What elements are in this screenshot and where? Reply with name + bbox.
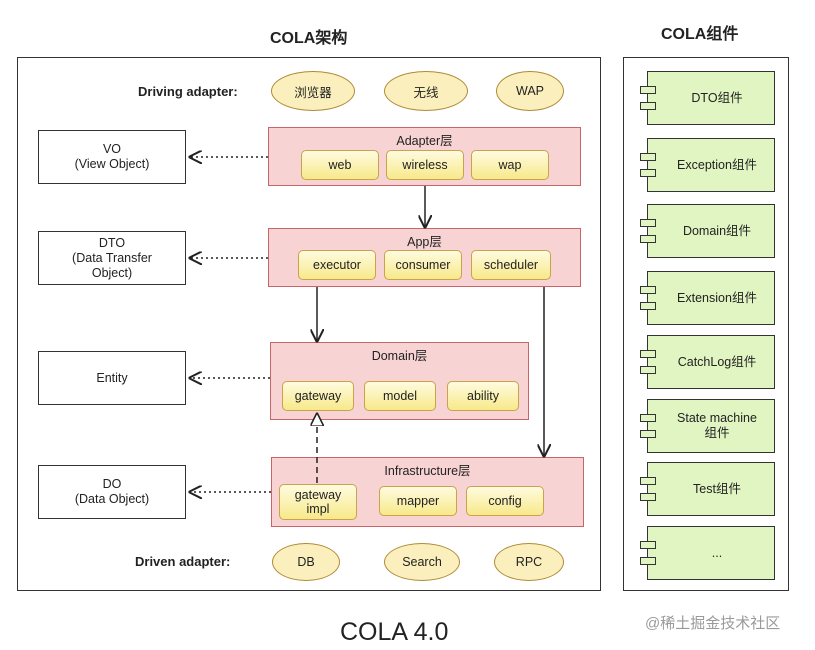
component-label: DTO组件 — [691, 90, 743, 105]
component-port-icon — [640, 286, 656, 294]
component-domain: Domain组件 — [640, 204, 775, 258]
component-label: ... — [711, 545, 723, 560]
entity-box: Entity — [38, 351, 186, 405]
domain-chip-model: model — [364, 381, 436, 411]
component-label: Extension组件 — [677, 290, 757, 305]
component-exception: Exception组件 — [640, 138, 775, 192]
infra-chip-config: config — [466, 486, 544, 516]
component-label: CatchLog组件 — [677, 354, 757, 369]
app-chip-consumer: consumer — [384, 250, 462, 280]
component-label: Test组件 — [693, 481, 741, 496]
component-port-icon — [640, 366, 656, 374]
domain-layer-title: Domain层 — [371, 349, 428, 363]
app-chip-executor: executor — [298, 250, 376, 280]
adapter-chip-web: web — [301, 150, 379, 180]
component-port-icon — [640, 219, 656, 227]
adapter-layer: Adapter层 web wireless wap — [268, 127, 581, 186]
component-dto: DTO组件 — [640, 71, 775, 125]
vo-box: VO (View Object) — [38, 130, 186, 184]
component-label: State machine 组件 — [677, 411, 757, 440]
footer-title: COLA 4.0 — [340, 618, 449, 646]
adapter-chip-wireless: wireless — [386, 150, 464, 180]
component-port-icon — [640, 302, 656, 310]
infra-chip-gateway-impl: gateway impl — [279, 484, 357, 520]
driving-adapter-label: Driving adapter: — [138, 84, 238, 99]
component-state-machine: State machine 组件 — [640, 399, 775, 453]
component-test: Test组件 — [640, 462, 775, 516]
component-label: Exception组件 — [677, 157, 757, 172]
component-port-icon — [640, 86, 656, 94]
dto-box: DTO (Data Transfer Object) — [38, 231, 186, 285]
components-title: COLA组件 — [661, 26, 739, 43]
driven-adapter-label: Driven adapter: — [135, 554, 231, 569]
component-extension: Extension组件 — [640, 271, 775, 325]
component-catchlog: CatchLog组件 — [640, 335, 775, 389]
infrastructure-layer: Infrastructure层 gateway impl mapper conf… — [271, 457, 584, 527]
adapter-layer-title: Adapter层 — [396, 134, 453, 148]
component-port-icon — [640, 493, 656, 501]
component-port-icon — [640, 430, 656, 438]
component-more: ... — [640, 526, 775, 580]
domain-chip-gateway: gateway — [282, 381, 354, 411]
domain-layer: Domain层 gateway model ability — [270, 342, 529, 420]
app-layer-title: App层 — [407, 235, 442, 249]
domain-chip-ability: ability — [447, 381, 519, 411]
driving-adapter-wireless: 无线 — [384, 71, 468, 111]
driven-adapter-search: Search — [384, 543, 460, 581]
component-port-icon — [640, 235, 656, 243]
driven-adapter-rpc: RPC — [494, 543, 564, 581]
architecture-title: COLA架构 — [270, 30, 348, 47]
component-port-icon — [640, 102, 656, 110]
component-port-icon — [640, 541, 656, 549]
app-chip-scheduler: scheduler — [471, 250, 551, 280]
component-port-icon — [640, 350, 656, 358]
component-port-icon — [640, 414, 656, 422]
component-port-icon — [640, 169, 656, 177]
infrastructure-layer-title: Infrastructure层 — [384, 464, 471, 478]
driving-adapter-browser: 浏览器 — [271, 71, 355, 111]
component-port-icon — [640, 477, 656, 485]
driven-adapter-db: DB — [272, 543, 340, 581]
app-layer: App层 executor consumer scheduler — [268, 228, 581, 287]
component-label: Domain组件 — [682, 223, 752, 238]
infra-chip-mapper: mapper — [379, 486, 457, 516]
driving-adapter-wap: WAP — [496, 71, 564, 111]
adapter-chip-wap: wap — [471, 150, 549, 180]
watermark: @稀土掘金技术社区 — [645, 615, 781, 632]
component-port-icon — [640, 153, 656, 161]
component-port-icon — [640, 557, 656, 565]
do-box: DO (Data Object) — [38, 465, 186, 519]
